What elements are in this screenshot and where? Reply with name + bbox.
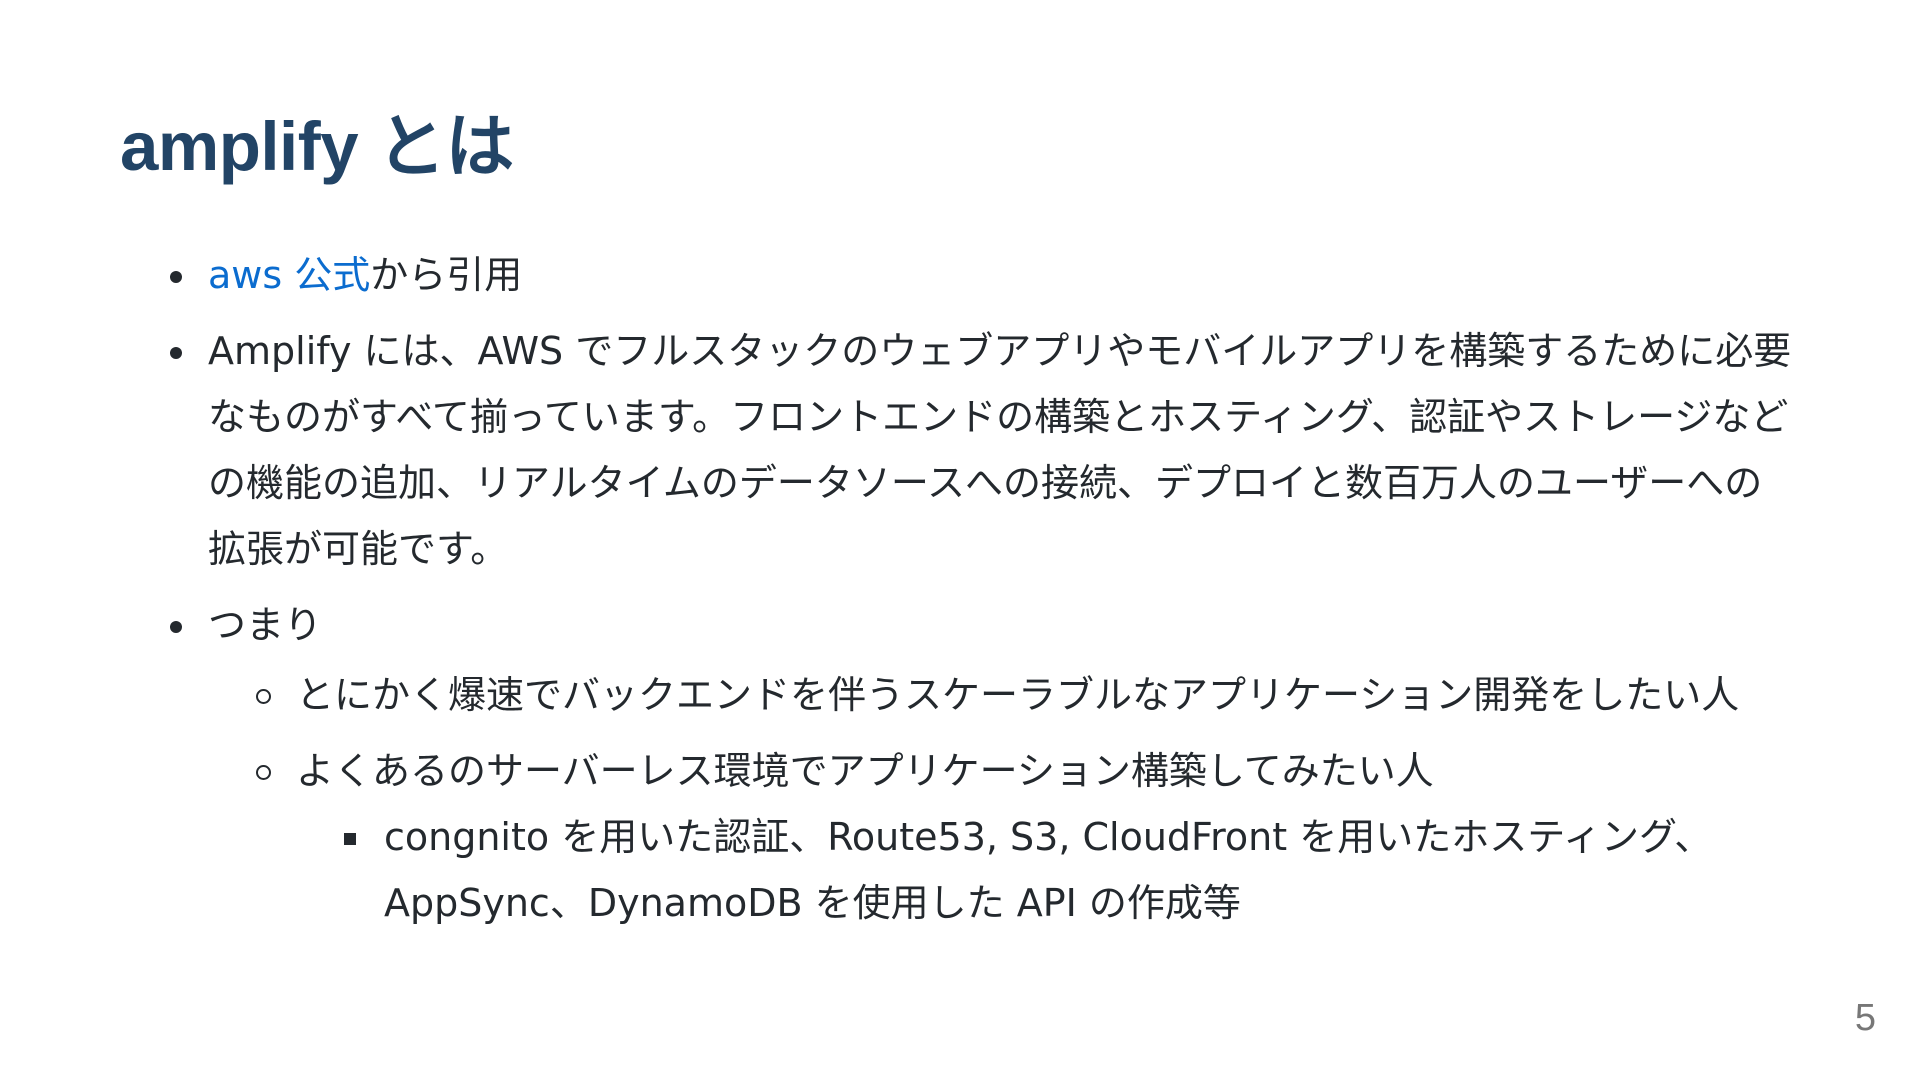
detail-item-services: congnito を用いた認証、Route53, S3, CloudFront … [296,804,1800,936]
sublist-item-serverless: よくあるのサーバーレス環境でアプリケーション構築してみたい人 congnito … [208,738,1800,936]
summary-sublist: とにかく爆速でバックエンドを伴うスケーラブルなアプリケーション開発をしたい人 よ… [208,662,1800,936]
bullet-list: aws 公式から引用 Amplify には、AWS でフルスタックのウェブアプリ… [120,242,1800,936]
sublist-item-fast-dev-text: とにかく爆速でバックエンドを伴うスケーラブルなアプリケーション開発をしたい人 [296,673,1740,717]
sublist-item-serverless-text: よくあるのサーバーレス環境でアプリケーション構築してみたい人 [296,749,1434,793]
detail-item-services-text: congnito を用いた認証、Route53, S3, CloudFront … [384,815,1713,925]
sublist-item-fast-dev: とにかく爆速でバックエンドを伴うスケーラブルなアプリケーション開発をしたい人 [208,662,1800,728]
aws-official-link[interactable]: aws 公式 [208,253,371,297]
summary-label: つまり [208,603,323,647]
description-text: Amplify には、AWS でフルスタックのウェブアプリやモバイルアプリを構築… [208,329,1792,571]
list-item-source-text: から引用 [370,253,523,297]
list-item-source: aws 公式から引用 [120,242,1800,308]
list-item-summary: つまり とにかく爆速でバックエンドを伴うスケーラブルなアプリケーション開発をした… [120,592,1800,936]
serverless-detail-list: congnito を用いた認証、Route53, S3, CloudFront … [296,804,1800,936]
page-number: 5 [1854,997,1876,1039]
slide-title: amplify とは [120,108,514,185]
list-item-description: Amplify には、AWS でフルスタックのウェブアプリやモバイルアプリを構築… [120,318,1800,582]
